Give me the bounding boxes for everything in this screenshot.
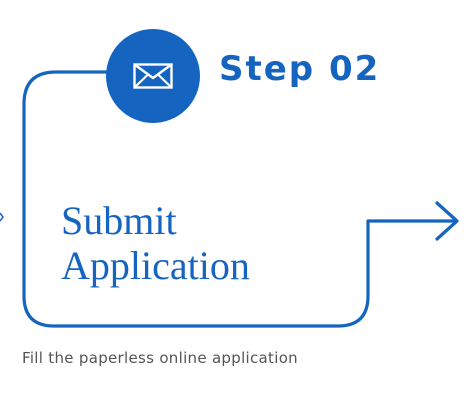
step-label: Step 02 [219, 49, 381, 89]
step-title-line-2: Application [61, 243, 250, 288]
step-title-line-1: Submit [61, 198, 177, 243]
envelope-icon [133, 63, 173, 89]
left-edge-mark [0, 212, 4, 222]
connector-line [22, 70, 457, 328]
step-title: Submit Application [61, 198, 250, 288]
step-description: Fill the paperless online application [22, 349, 298, 367]
arrow-head-icon [435, 201, 459, 241]
step-icon-circle [106, 29, 200, 123]
